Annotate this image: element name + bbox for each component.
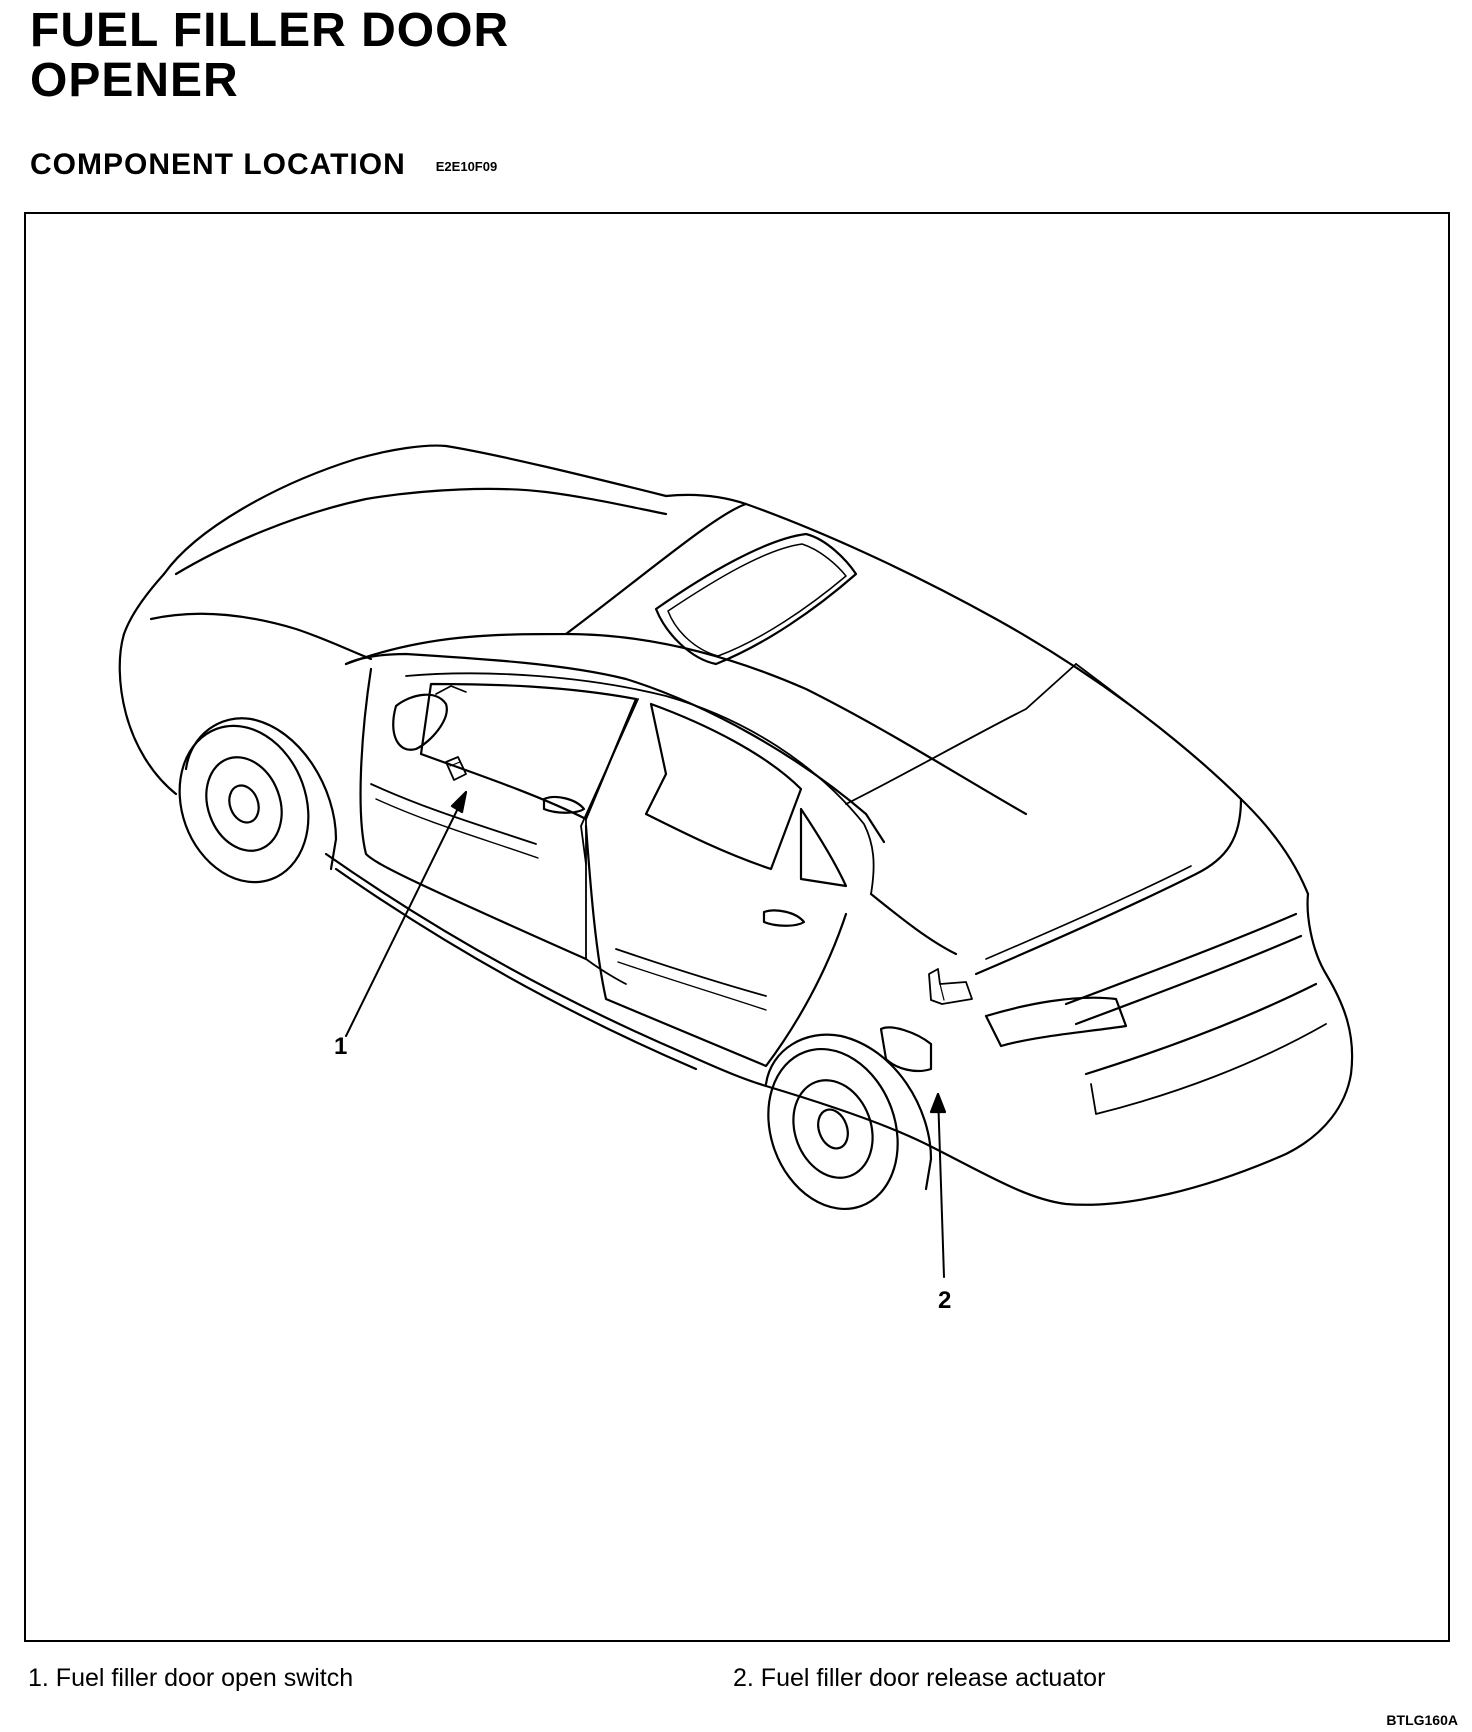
legend-item-release-actuator: 2. Fuel filler door release actuator — [733, 1664, 1106, 1692]
figure-id: BTLG160A — [1386, 1712, 1458, 1728]
callout-1-number: 1 — [334, 1033, 347, 1060]
doors — [359, 667, 933, 1073]
section-heading-text: COMPONENT LOCATION — [30, 148, 406, 181]
callout-2-leader — [937, 1093, 945, 1278]
legend-item-open-switch: 1. Fuel filler door open switch — [28, 1664, 354, 1692]
car-diagram: 1 2 — [118, 444, 1354, 1314]
callout-2-arrowhead — [929, 1092, 947, 1114]
rear-wheel — [764, 1033, 933, 1211]
component-location-figure: 1 2 — [24, 212, 1450, 1642]
callout-1-leader — [345, 791, 467, 1037]
callout-2-number: 2 — [938, 1287, 951, 1314]
callout-1-arrowhead — [450, 790, 468, 814]
roof-and-windows — [344, 502, 1028, 956]
front-wheel — [178, 717, 338, 884]
car-body-outline — [118, 444, 1354, 1206]
section-heading: COMPONENT LOCATION E2E10F09 — [30, 148, 497, 182]
callout-1: 1 — [334, 790, 468, 1060]
fuel-filler-door-open-switch — [445, 756, 467, 781]
section-code: E2E10F09 — [435, 158, 498, 174]
callout-2: 2 — [929, 1092, 951, 1314]
fuel-filler-door-release-actuator — [928, 968, 973, 1005]
